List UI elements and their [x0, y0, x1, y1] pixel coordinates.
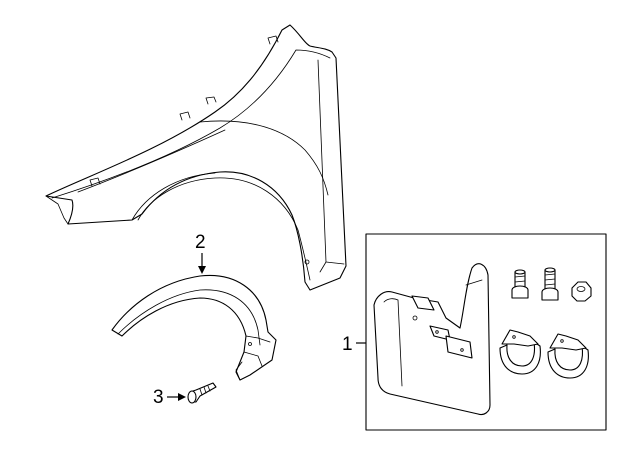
nut	[571, 281, 592, 302]
callout-3: 3	[153, 387, 186, 408]
callout-1-label: 1	[342, 334, 353, 355]
clip-left	[499, 329, 541, 375]
callout-2: 2	[195, 232, 206, 274]
callout-3-label: 3	[153, 387, 164, 408]
callout-1: 1	[342, 334, 366, 355]
mud-flap	[373, 263, 491, 416]
callout-2-label: 2	[195, 232, 206, 253]
clip-right	[547, 333, 589, 379]
screw	[187, 382, 217, 404]
wheel-opening-molding	[111, 274, 277, 381]
bolt-long	[541, 267, 559, 301]
mud-flap-kit	[365, 233, 607, 431]
fender-panel	[45, 24, 347, 291]
bolt-short	[511, 269, 529, 299]
